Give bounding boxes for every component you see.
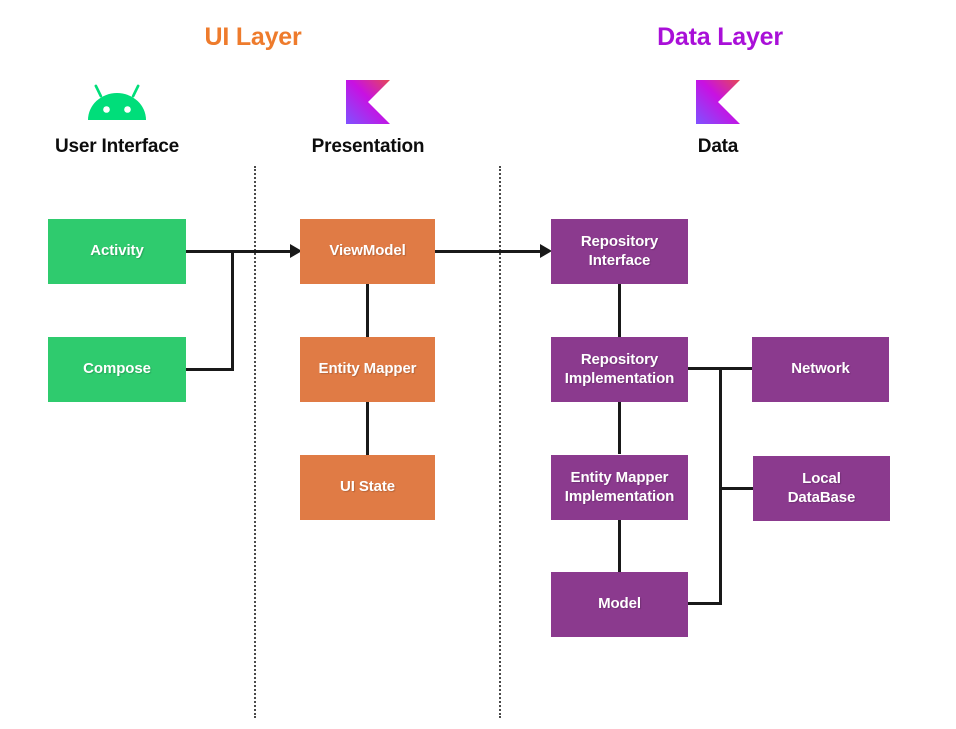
node-network[interactable]: Network — [752, 337, 889, 402]
arrowhead-ui-to-viewmodel — [290, 244, 302, 258]
connector-repository-implementation-to-trunk — [688, 367, 722, 370]
node-viewmodel-label: ViewModel — [329, 242, 406, 260]
ui-layer-title: UI Layer — [204, 23, 302, 51]
layer-divider-right — [499, 166, 501, 718]
node-entity-mapper[interactable]: Entity Mapper — [300, 337, 435, 402]
connector-mapper-implementation-to-model — [618, 518, 621, 572]
connector-ui-merge-riser — [231, 250, 234, 371]
node-activity-label: Activity — [90, 242, 144, 260]
connector-compose-to-junction — [186, 368, 234, 371]
column-header-data: Data — [598, 76, 838, 158]
node-entity-mapper-label: Entity Mapper — [318, 360, 417, 378]
node-model-label: Model — [598, 595, 641, 613]
android-icon — [0, 76, 237, 128]
connector-activity-to-junction — [186, 250, 234, 253]
connector-trunk-to-network — [719, 367, 755, 370]
node-ui-state-label: UI State — [339, 478, 396, 496]
column-label-presentation: Presentation — [311, 136, 425, 157]
connector-viewmodel-to-entity-mapper — [366, 284, 369, 340]
layer-divider-left — [254, 166, 256, 718]
node-viewmodel[interactable]: ViewModel — [300, 219, 435, 284]
node-compose[interactable]: Compose — [48, 337, 186, 402]
node-network-label: Network — [791, 360, 850, 378]
connector-viewmodel-to-repository-interface — [435, 250, 545, 253]
connector-ui-to-viewmodel — [231, 250, 295, 253]
kotlin-icon — [248, 76, 488, 128]
connector-model-to-trunk — [688, 602, 722, 605]
data-layer-title: Data Layer — [657, 23, 783, 51]
connector-entity-mapper-to-ui-state — [366, 401, 369, 458]
connector-data-trunk — [719, 367, 722, 605]
node-compose-label: Compose — [83, 360, 151, 378]
kotlin-icon — [598, 76, 838, 128]
column-label-user-interface: User Interface — [55, 136, 179, 157]
column-header-presentation: Presentation — [248, 76, 488, 158]
connector-trunk-to-local-database — [719, 487, 756, 490]
arrowhead-viewmodel-to-repository-interface — [540, 244, 552, 258]
connector-repository-interface-to-implementation — [618, 284, 621, 337]
node-activity[interactable]: Activity — [48, 219, 186, 284]
column-header-user-interface: User Interface — [0, 76, 237, 158]
node-ui-state[interactable]: UI State — [300, 455, 435, 520]
column-label-data: Data — [697, 136, 739, 157]
connector-repository-implementation-to-mapper-implementation — [618, 400, 621, 454]
node-model[interactable]: Model — [551, 572, 688, 637]
